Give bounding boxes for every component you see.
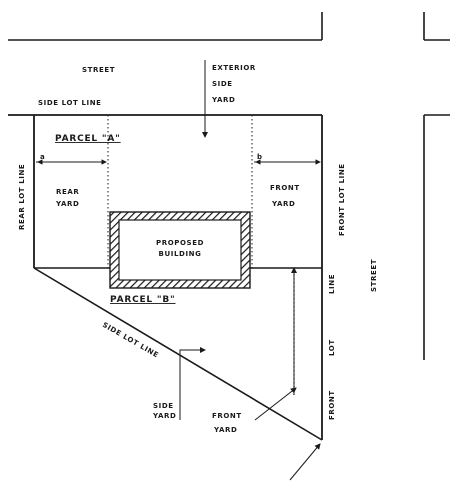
front-label-a: FRONT xyxy=(270,184,300,192)
street-edges xyxy=(8,12,450,360)
proposed-label: PROPOSED xyxy=(156,239,204,247)
side-lot-line-diagonal-label: SIDE LOT LINE xyxy=(101,321,160,360)
pointer-arrows xyxy=(179,60,321,481)
front-lot-line-b-line-label: LINE xyxy=(328,274,336,294)
street-top-label: STREET xyxy=(82,66,115,74)
parcel-a-label: PARCEL "A" xyxy=(55,134,121,144)
exterior-yard-label: YARD xyxy=(211,96,235,104)
front-lot-line-label: FRONT LOT LINE xyxy=(338,163,346,236)
front-yard-b-front-label: FRONT xyxy=(212,412,242,420)
side-lot-line-top-label: SIDE LOT LINE xyxy=(38,99,102,107)
proposed-building: PROPOSED BUILDING xyxy=(109,211,251,289)
street-right-label: STREET xyxy=(370,259,378,292)
front-yard-b-yard-label: YARD xyxy=(213,426,237,434)
rear-lot-line-label: REAR LOT LINE xyxy=(18,164,26,230)
rear-yard-label: YARD xyxy=(55,200,79,208)
front-yard-label-a: YARD xyxy=(271,200,295,208)
exterior-label: EXTERIOR xyxy=(212,64,256,72)
exterior-side-label: SIDE xyxy=(212,80,233,88)
side-lot-line-diagonal xyxy=(33,267,323,441)
rear-label: REAR xyxy=(56,188,79,196)
side-yard-pointer-arrow xyxy=(179,347,206,420)
side-yard-b-yard-label: YARD xyxy=(152,412,176,420)
dimension-label-b: b xyxy=(257,153,263,161)
building-label: BUILDING xyxy=(159,250,202,258)
lot-boundaries xyxy=(8,114,323,441)
front-lot-line-pointer-arrow xyxy=(289,443,321,481)
front-lot-line-b-front-label: FRONT xyxy=(328,390,336,420)
front-lot-line-b-lot-label: LOT xyxy=(328,339,336,356)
side-yard-b-side-label: SIDE xyxy=(153,402,174,410)
parcel-b-label: PARCEL "B" xyxy=(110,295,176,305)
building-interior xyxy=(118,219,242,281)
dimension-label-a: a xyxy=(40,153,45,161)
front-yard-pointer-arrow xyxy=(254,387,297,421)
dimension-marks: a b xyxy=(36,153,321,165)
